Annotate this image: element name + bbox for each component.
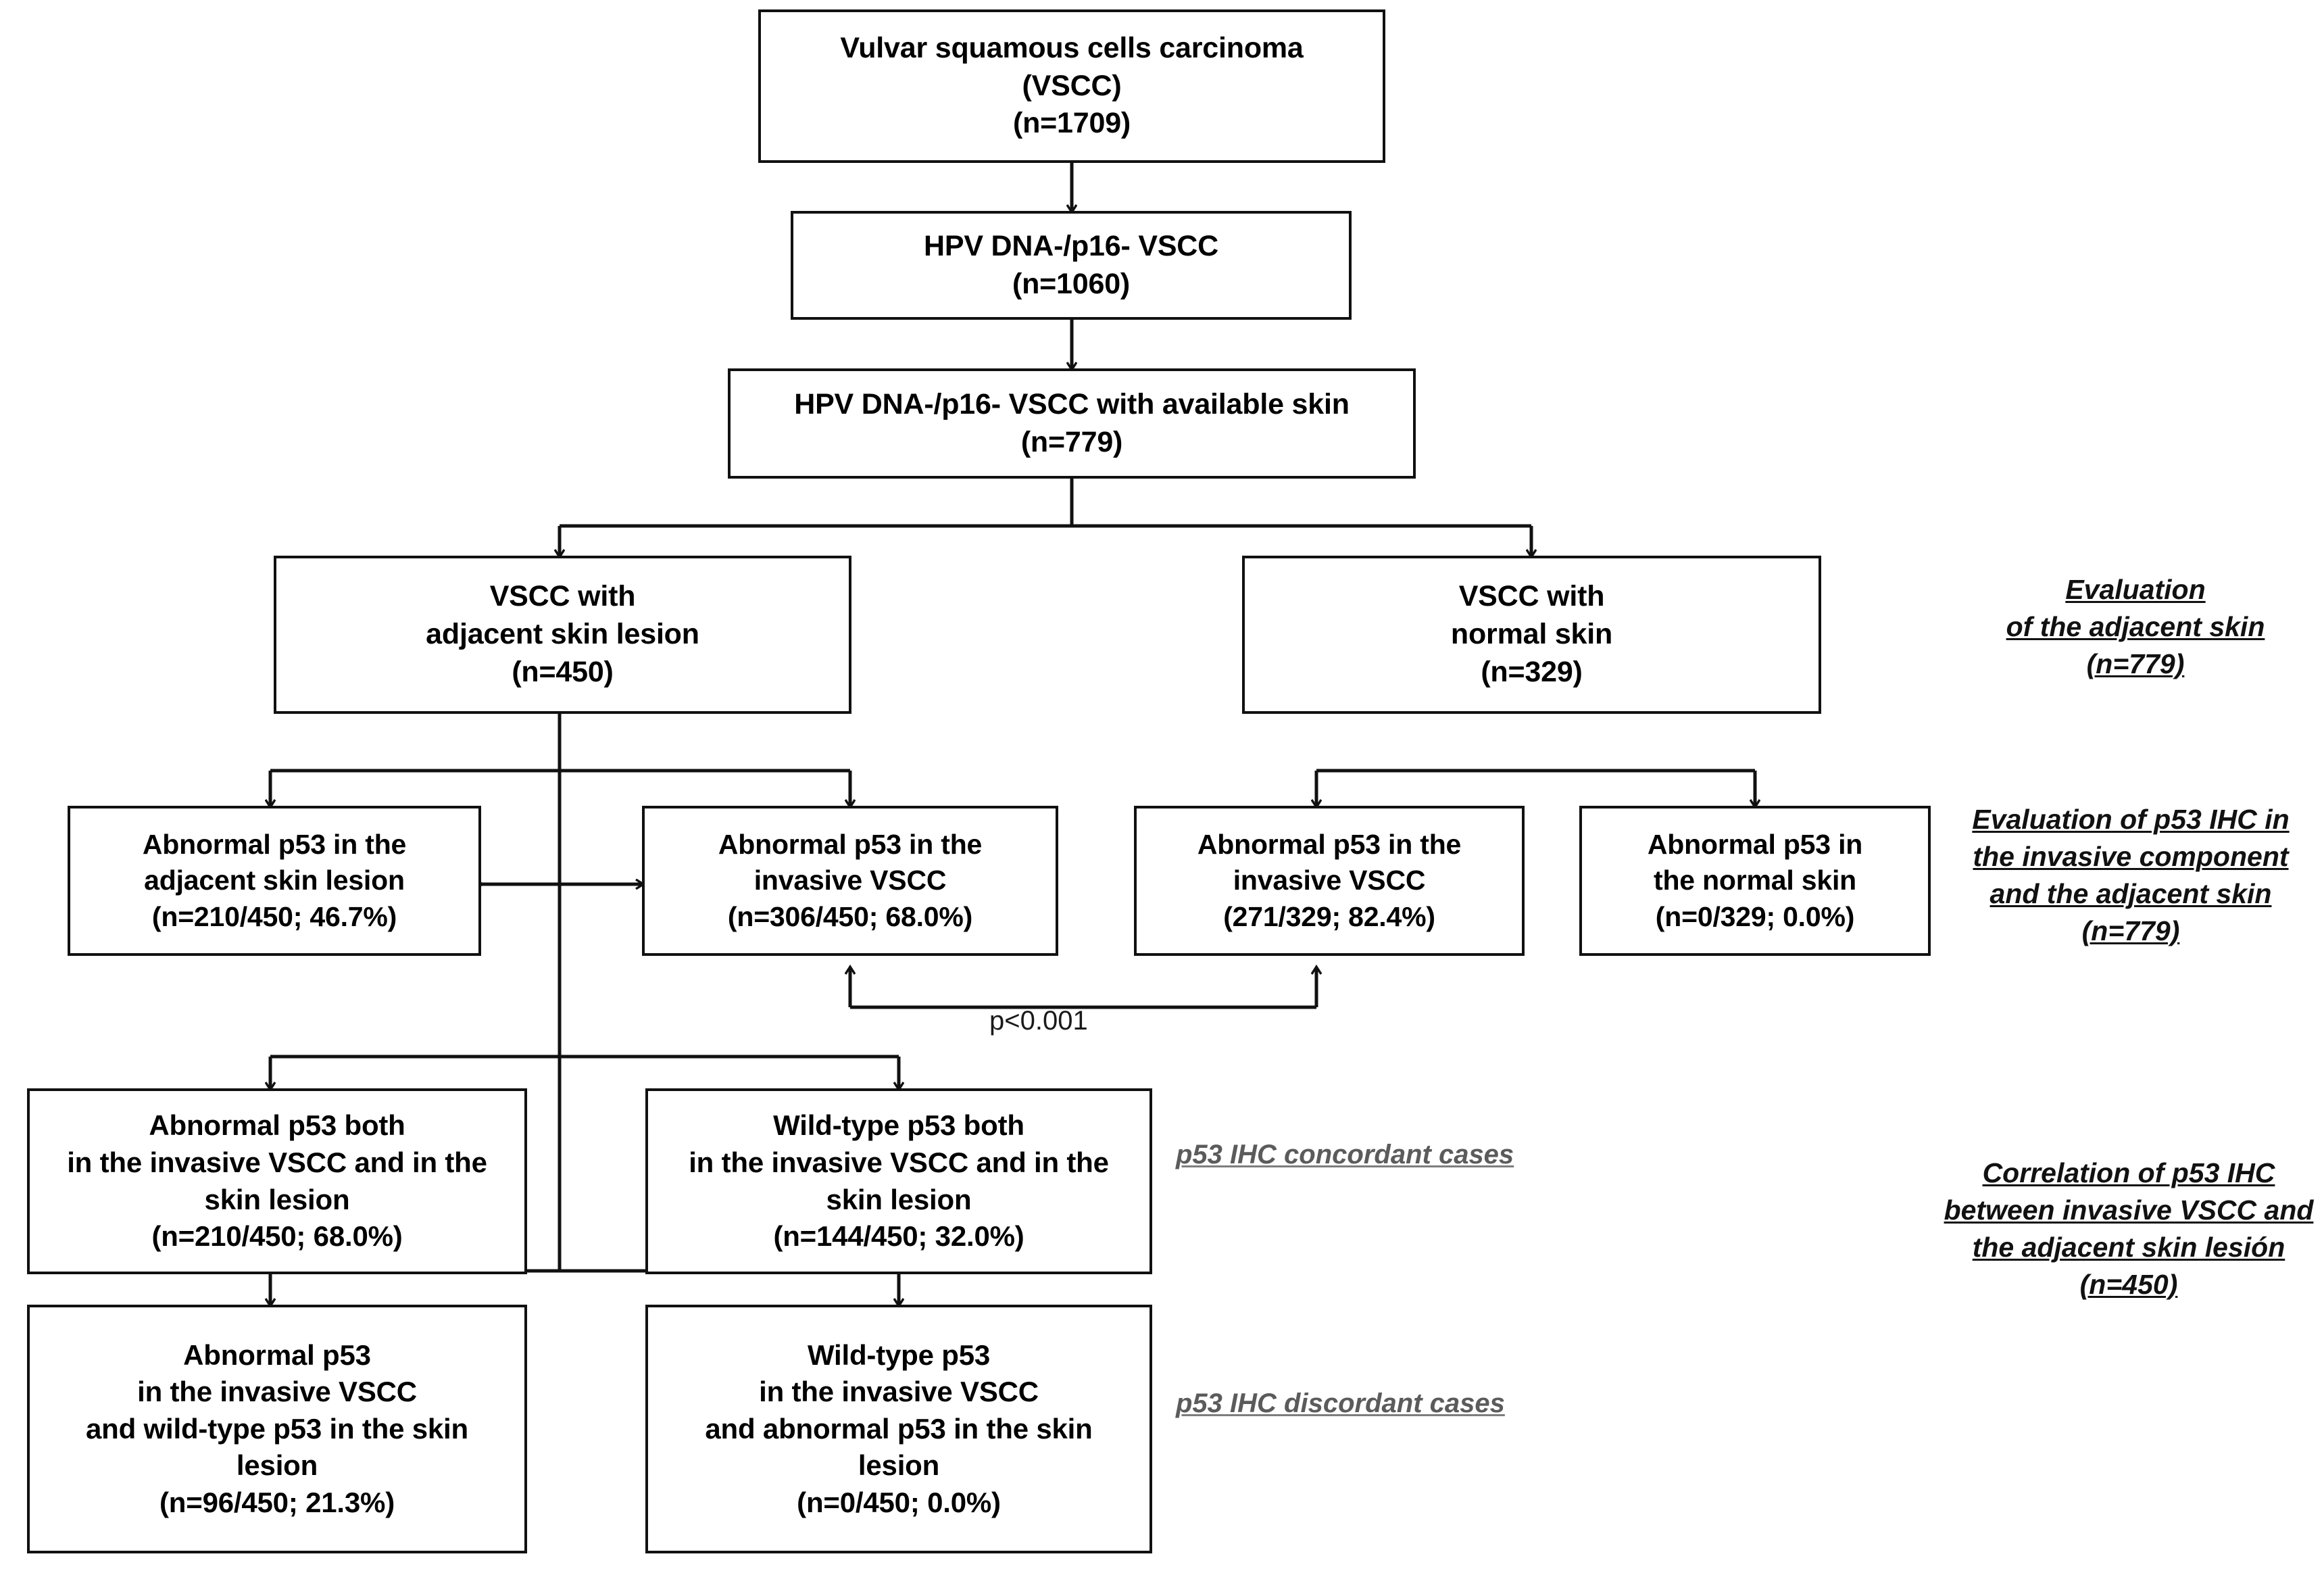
node-line: skin lesion xyxy=(826,1183,972,1215)
node-line: invasive VSCC xyxy=(753,865,947,896)
node-line: (n=779) xyxy=(1020,425,1123,458)
node-line: (n=450) xyxy=(512,655,614,688)
node-line: Abnormal p53 in the xyxy=(142,829,407,861)
node-line: Abnormal p53 in the xyxy=(1197,829,1462,861)
node-line: (n=144/450; 32.0%) xyxy=(773,1220,1024,1253)
node-line: adjacent skin lesion xyxy=(426,618,699,651)
annotation-line: Evaluation of p53 IHC in xyxy=(1972,804,2290,835)
node-abnormal-p53-normal-skin: Abnormal p53 in the normal skin (n=0/329… xyxy=(1579,806,1931,956)
node-concordant-wildtype: Wild-type p53 both in the invasive VSCC … xyxy=(645,1088,1152,1274)
node-line: and abnormal p53 in the skin xyxy=(705,1412,1093,1445)
annotation-line: of the adjacent skin xyxy=(2006,610,2265,642)
node-line: (VSCC) xyxy=(1022,69,1122,102)
node-line: Abnormal p53 in the xyxy=(718,829,983,861)
annotation-concordant-cases: p53 IHC concordant cases xyxy=(1176,1137,1595,1174)
annotation-line: p53 IHC concordant cases xyxy=(1176,1140,1514,1169)
node-line: (n=1060) xyxy=(1012,267,1131,300)
node-line: lesion xyxy=(858,1449,940,1482)
node-abnormal-p53-invasive-450: Abnormal p53 in the invasive VSCC (n=306… xyxy=(642,806,1058,956)
node-line: in the invasive VSCC xyxy=(137,1376,417,1408)
annotation-evaluation-p53-ihc: Evaluation of p53 IHC in the invasive co… xyxy=(1939,801,2322,950)
node-line: Abnormal p53 xyxy=(183,1338,371,1371)
node-line: skin lesion xyxy=(204,1183,350,1215)
node-discordant-abnormal-invasive: Abnormal p53 in the invasive VSCC and wi… xyxy=(27,1305,527,1553)
annotation-line: Evaluation xyxy=(2065,574,2206,605)
annotation-line: between invasive VSCC and xyxy=(1944,1194,2314,1226)
node-line: and wild-type p53 in the skin xyxy=(86,1412,468,1445)
annotation-line: (n=779) xyxy=(2086,648,2185,679)
node-abnormal-p53-adjacent-lesion: Abnormal p53 in the adjacent skin lesion… xyxy=(68,806,481,956)
node-line: (n=0/450; 0.0%) xyxy=(797,1486,1001,1518)
node-line: Wild-type p53 xyxy=(807,1338,991,1371)
annotation-discordant-cases: p53 IHC discordant cases xyxy=(1176,1386,1595,1422)
node-vscc-normal-skin: VSCC with normal skin (n=329) xyxy=(1242,556,1821,714)
node-line: the normal skin xyxy=(1653,865,1857,896)
node-line: (n=306/450; 68.0%) xyxy=(727,900,973,932)
node-hpv-negative-with-skin: HPV DNA-/p16- VSCC with available skin (… xyxy=(728,368,1416,479)
node-line: Abnormal p53 both xyxy=(149,1109,405,1142)
node-vscc-adjacent-lesion: VSCC with adjacent skin lesion (n=450) xyxy=(274,556,851,714)
node-line: (n=0/329; 0.0%) xyxy=(1655,900,1855,932)
node-line: in the invasive VSCC xyxy=(759,1376,1039,1408)
node-line: HPV DNA-/p16- VSCC xyxy=(923,229,1219,262)
node-line: (n=1709) xyxy=(1012,107,1131,140)
node-line: in the invasive VSCC and in the xyxy=(67,1146,487,1178)
node-concordant-abnormal: Abnormal p53 both in the invasive VSCC a… xyxy=(27,1088,527,1274)
annotation-evaluation-adjacent-skin: Evaluation of the adjacent skin (n=779) xyxy=(1953,571,2318,683)
annotation-line: and the adjacent skin xyxy=(1989,877,2272,909)
annotation-line: the invasive component xyxy=(1973,840,2289,872)
node-line: (271/329; 82.4%) xyxy=(1223,900,1435,932)
node-line: Vulvar squamous cells carcinoma xyxy=(840,31,1304,64)
node-vscc-total: Vulvar squamous cells carcinoma (VSCC) (… xyxy=(758,9,1385,163)
node-line: HPV DNA-/p16- VSCC with available skin xyxy=(794,387,1350,420)
annotation-line: the adjacent skin lesión xyxy=(1972,1231,2285,1263)
node-line: VSCC with xyxy=(489,580,636,613)
annotation-line: (n=450) xyxy=(2079,1268,2178,1300)
p-value-label: p<0.001 xyxy=(989,1006,1088,1036)
annotation-correlation-p53-ihc: Correlation of p53 IHC between invasive … xyxy=(1934,1155,2323,1303)
node-discordant-wildtype-invasive: Wild-type p53 in the invasive VSCC and a… xyxy=(645,1305,1152,1553)
node-line: in the invasive VSCC and in the xyxy=(689,1146,1109,1178)
node-line: adjacent skin lesion xyxy=(144,865,405,896)
node-line: Abnormal p53 in xyxy=(1647,829,1863,861)
node-line: VSCC with xyxy=(1458,580,1605,613)
annotation-line: Correlation of p53 IHC xyxy=(1982,1157,2275,1188)
node-line: normal skin xyxy=(1450,618,1613,651)
node-line: lesion xyxy=(236,1449,318,1482)
node-line: (n=329) xyxy=(1481,655,1583,688)
node-hpv-negative: HPV DNA-/p16- VSCC (n=1060) xyxy=(791,211,1352,320)
node-line: Wild-type p53 both xyxy=(773,1109,1024,1142)
annotation-line: (n=779) xyxy=(2081,915,2180,946)
annotation-line: p53 IHC discordant cases xyxy=(1176,1388,1505,1418)
node-line: invasive VSCC xyxy=(1233,865,1426,896)
node-line: (n=96/450; 21.3%) xyxy=(159,1486,395,1518)
node-abnormal-p53-invasive-329: Abnormal p53 in the invasive VSCC (271/3… xyxy=(1134,806,1525,956)
node-line: (n=210/450; 46.7%) xyxy=(151,900,397,932)
node-line: (n=210/450; 68.0%) xyxy=(151,1220,403,1253)
